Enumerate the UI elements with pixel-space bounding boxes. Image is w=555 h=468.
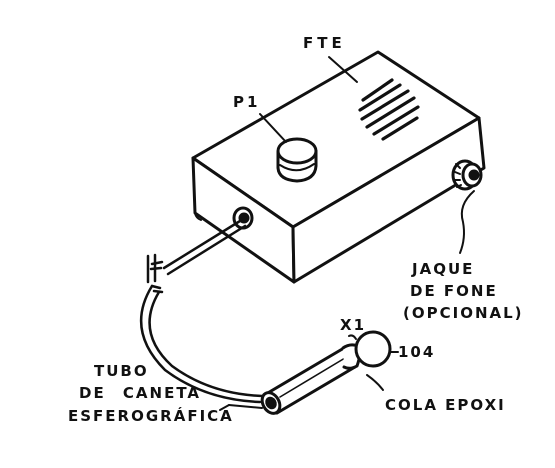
label-cola-epoxi: COLA EPOXI (385, 396, 506, 414)
cable-break-marks (146, 253, 164, 294)
label-p1: P1 (233, 93, 261, 111)
label-x1: X1 (340, 316, 367, 334)
label-jaque-line3: (OPCIONAL) (403, 304, 524, 322)
headphone-jack (451, 159, 483, 191)
label-tubo-line1: TUBO (94, 362, 149, 380)
label-tubo-line3: ESFEROGRÁFICA (68, 407, 234, 425)
cable-lower (139, 284, 264, 404)
speaker-grille (358, 78, 420, 141)
pen-tube (260, 346, 357, 415)
leader-lines (219, 56, 475, 411)
component-x1 (354, 330, 392, 368)
label-fte: FTE (303, 34, 346, 52)
label-104: 104 (398, 343, 436, 361)
enclosure-box (191, 50, 486, 284)
push-button-p1 (276, 137, 318, 183)
cable (162, 219, 247, 276)
label-jaque-line2: DE FONE (410, 282, 498, 300)
label-jaque-line1: JAQUE (412, 260, 475, 278)
cable-grommet (232, 206, 254, 230)
label-tubo-line2: DE CANETA (79, 384, 202, 402)
